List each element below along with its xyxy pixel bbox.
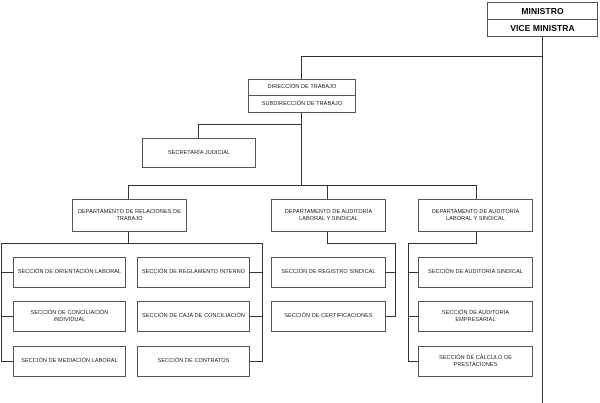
department-label: DEPARTAMENTO DE AUDITORÍA LABORAL Y SIND…	[431, 208, 520, 222]
connector-line	[408, 243, 477, 244]
section-box: SECCIÓN DE CERTIFICACIONES	[271, 301, 386, 332]
section-label: SECCIÓN DE REGISTRO SINDICAL	[281, 269, 376, 275]
connector-line	[408, 361, 418, 362]
section-label: SECCIÓN DE CERTIFICACIONES	[284, 313, 373, 319]
section-box: SECCIÓN DE CÁLCULO DE PRESTACIONES	[418, 346, 533, 377]
connector-line	[301, 113, 302, 185]
connector-line	[198, 124, 302, 125]
connector-line	[1, 272, 13, 273]
vice-minister-label: VICE MINISTRA	[510, 23, 575, 33]
connector-line	[542, 37, 543, 403]
connector-line	[476, 185, 477, 199]
connector-line	[327, 232, 328, 243]
minister-box: MINISTRO	[487, 2, 598, 20]
connector-line	[250, 272, 263, 273]
section-label: SECCIÓN DE ORIENTACIÓN LABORAL	[17, 269, 122, 275]
connector-line	[476, 232, 477, 243]
section-box: SECCIÓN DE MEDIACIÓN LABORAL	[13, 346, 126, 377]
section-box: SECCIÓN DE CONTRATOS	[137, 346, 250, 377]
connector-line	[198, 124, 199, 138]
connector-line	[386, 316, 396, 317]
connector-line	[1, 243, 263, 244]
section-label: SECCIÓN DE REGLAMENTO INTERNO	[141, 269, 246, 275]
minister-label: MINISTRO	[521, 6, 564, 16]
section-label: SECCIÓN DE AUDITORÍA EMPRESARIAL	[441, 309, 510, 323]
section-box: SECCIÓN DE CONCILIACIÓN INDIVIDUAL	[13, 301, 126, 332]
department-box-auditoria-1: DEPARTAMENTO DE AUDITORÍA LABORAL Y SIND…	[271, 199, 386, 232]
department-box-auditoria-2: DEPARTAMENTO DE AUDITORÍA LABORAL Y SIND…	[418, 199, 533, 232]
subdireccion-label: SUBDIRECCIÓN DE TRABAJO	[261, 100, 343, 107]
connector-line	[250, 361, 263, 362]
connector-line	[128, 232, 129, 243]
connector-line	[128, 185, 477, 186]
connector-line	[1, 361, 13, 362]
section-label: SECCIÓN DE CAJA DE CONCILIACIÓN	[141, 313, 246, 319]
section-box: SECCIÓN DE AUDITORÍA SINDICAL	[418, 257, 533, 288]
secretaria-box: SECRETARÍA JUDICIAL	[142, 138, 256, 168]
connector-line	[408, 316, 418, 317]
section-box: SECCIÓN DE REGISTRO SINDICAL	[271, 257, 386, 288]
section-box: SECCIÓN DE CAJA DE CONCILIACIÓN	[137, 301, 250, 332]
connector-line	[395, 243, 396, 317]
connector-line	[250, 316, 263, 317]
connector-line	[386, 272, 396, 273]
section-label: SECCIÓN DE AUDITORÍA SINDICAL	[428, 269, 523, 275]
connector-line	[408, 272, 418, 273]
connector-line	[327, 185, 328, 199]
connector-line	[327, 243, 396, 244]
connector-line	[128, 185, 129, 199]
connector-line	[301, 56, 543, 57]
department-label: DEPARTAMENTO DE RELACIONES DE TRABAJO	[77, 208, 182, 222]
connector-line	[262, 243, 263, 361]
connector-line	[408, 243, 409, 361]
section-label: SECCIÓN DE CÁLCULO DE PRESTACIONES	[438, 354, 512, 368]
connector-line	[1, 243, 2, 361]
department-label: DEPARTAMENTO DE AUDITORÍA LABORAL Y SIND…	[284, 208, 373, 222]
connector-line	[1, 316, 13, 317]
section-label: SECCIÓN DE MEDIACIÓN LABORAL	[21, 358, 118, 364]
secretaria-label: SECRETARÍA JUDICIAL	[167, 149, 231, 156]
vice-minister-box: VICE MINISTRA	[487, 19, 598, 37]
section-label: SECCIÓN DE CONCILIACIÓN INDIVIDUAL	[30, 309, 109, 323]
connector-line	[301, 56, 302, 79]
section-label: SECCIÓN DE CONTRATOS	[157, 358, 230, 364]
section-box: SECCIÓN DE AUDITORÍA EMPRESARIAL	[418, 301, 533, 332]
subdireccion-box: SUBDIRECCIÓN DE TRABAJO	[248, 95, 356, 113]
direccion-label: DIRECCIÓN DE TRABAJO	[267, 84, 337, 90]
direccion-box: DIRECCIÓN DE TRABAJO	[248, 79, 356, 96]
department-box-relaciones: DEPARTAMENTO DE RELACIONES DE TRABAJO	[72, 199, 187, 232]
section-box: SECCIÓN DE REGLAMENTO INTERNO	[137, 257, 250, 288]
section-box: SECCIÓN DE ORIENTACIÓN LABORAL	[13, 257, 126, 288]
